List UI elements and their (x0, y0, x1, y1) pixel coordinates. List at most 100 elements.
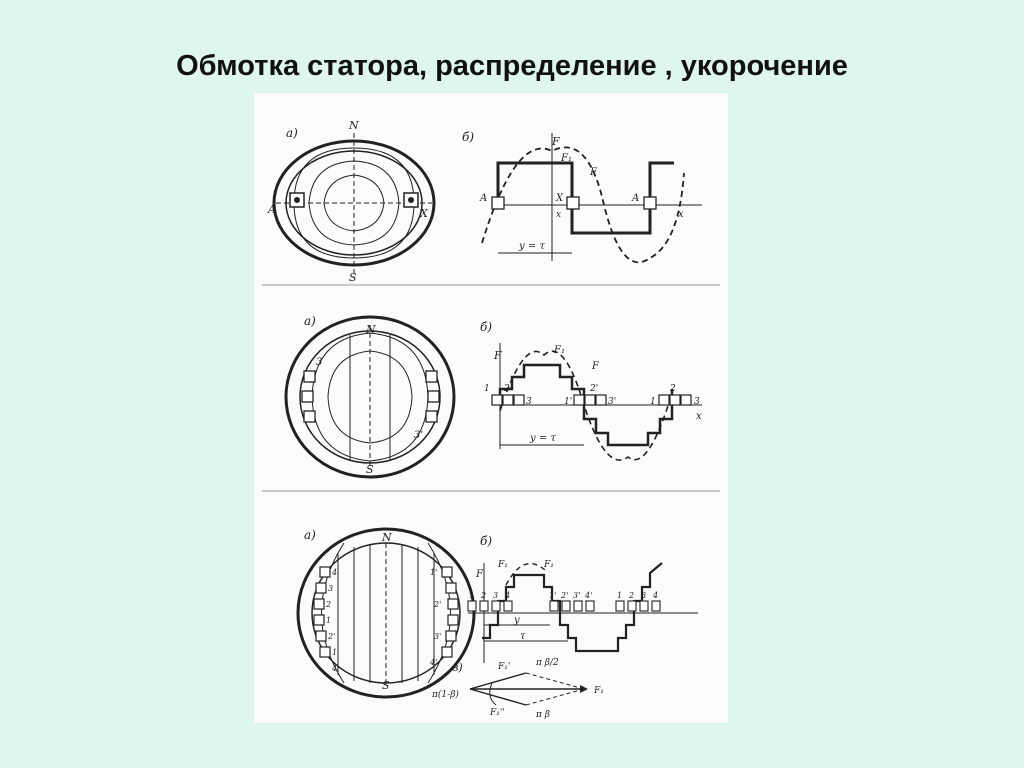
x-axis-label: x (696, 411, 702, 422)
phasor-construction (525, 672, 585, 690)
slot-1p (573, 394, 585, 406)
slot-3 (513, 394, 525, 406)
panel-distributed: а) N S 3 3' б) F (284, 314, 702, 479)
coil-label: 4' (429, 658, 437, 667)
pitch-label: y = τ (529, 433, 556, 444)
coil-label: 3' (434, 632, 441, 641)
slot-box (627, 600, 637, 612)
phasor-f1-double-prime (469, 688, 527, 706)
slot-3p (595, 394, 607, 406)
slot-label: 3 (526, 397, 532, 407)
phasor-label: в) (452, 661, 463, 674)
coil-side (441, 646, 453, 658)
f-axis-label: F (493, 349, 502, 362)
slot-2p (584, 394, 596, 406)
slot-label: 2 (669, 384, 676, 394)
slot-label-a2: A (631, 193, 639, 204)
coil-label: 1' (430, 568, 437, 577)
slot-2 (502, 394, 514, 406)
phasor-diagram (469, 672, 588, 706)
slot-label: 1' (564, 397, 572, 407)
slot-label: 1 (469, 591, 474, 600)
flux-lines (311, 325, 429, 469)
coil-label: 2' (327, 632, 335, 641)
coil-label-3: 3 (316, 357, 322, 368)
south-label: S (366, 463, 374, 476)
coil-side (445, 630, 457, 642)
figure-sheet: а) N S A X б) F F₁ F A X (254, 93, 728, 723)
slot-1 (658, 394, 670, 406)
x-axis-label: x (678, 209, 684, 220)
slot-box (651, 600, 661, 612)
slot-box (561, 600, 571, 612)
slot-2 (669, 394, 681, 406)
angle-half-label: π β/2 (535, 658, 559, 668)
winding-diagrams: а) N S A X б) F F₁ F A X (262, 119, 720, 720)
north-label: N (348, 119, 359, 132)
slot-label: 3' (608, 397, 616, 407)
coil-side (441, 566, 453, 578)
coil-label: 2 (325, 600, 331, 609)
machine-label: а) (304, 528, 316, 542)
phasor-f1-prime (469, 672, 527, 690)
slot-label: 3' (573, 591, 580, 600)
slot-label: 4' (584, 591, 592, 600)
slot-box (585, 600, 595, 612)
stator-outer-ring (284, 315, 456, 479)
pitch-label: y = τ (518, 241, 545, 252)
arrow-head-icon (580, 685, 588, 693)
coil-side (303, 410, 316, 423)
slot-label: 2' (560, 591, 568, 600)
slot-label: 2 (628, 591, 634, 600)
mmf-fundamental-curve (481, 146, 685, 264)
angle-complement-label: π(1-β) (431, 689, 459, 700)
slot-a1 (491, 196, 505, 210)
machine-label: а) (304, 314, 316, 328)
fundamental-label: F₁ (543, 560, 554, 570)
resultant-label: F (589, 167, 598, 178)
coil-side (427, 390, 440, 403)
fundamental-label: F₁ (553, 345, 565, 356)
coil-label-3p: 3' (414, 430, 423, 441)
slot-label: 4 (652, 591, 658, 600)
slot-label: 1 (650, 397, 656, 407)
pitch-tau-label: τ (520, 631, 526, 642)
coil-label: 3 (328, 584, 333, 593)
south-label: S (382, 679, 390, 692)
slot-box (491, 600, 501, 612)
coil-side (313, 598, 325, 610)
slot-label: 1' (549, 591, 556, 600)
coil-side (445, 582, 457, 594)
coil-side (301, 390, 314, 403)
mmf-fundamental-curve (505, 562, 547, 586)
slide-title: Обмотка статора, распределение , укороче… (176, 50, 848, 82)
slot-box (573, 600, 583, 612)
coil-dot-icon (294, 197, 300, 203)
coil-label-a: A (267, 203, 276, 216)
slot-3 (680, 394, 692, 406)
panel-concentrated: а) N S A X б) F F₁ F A X (267, 119, 702, 284)
coil-side (319, 646, 331, 658)
x-mark-label: x (556, 210, 561, 220)
slot-x (566, 196, 580, 210)
slot-label: 1 (484, 384, 490, 394)
f-axis-label: F (551, 135, 560, 148)
mmf-label: б) (462, 130, 474, 144)
coil-label: 1 (326, 616, 331, 625)
panel-short-pitch: а) N S 4 3 2 1 2' 1' (296, 527, 698, 720)
slot-box (549, 600, 559, 612)
slot-label: 3 (694, 397, 700, 407)
slot-1 (491, 394, 503, 406)
slot-box (467, 600, 477, 612)
slot-label: 4 (504, 591, 510, 600)
slot-box (503, 600, 513, 612)
f-axis-label: F (475, 569, 484, 580)
coil-side (303, 370, 316, 383)
mmf-label: б) (480, 320, 492, 334)
slot-box (615, 600, 625, 612)
slot-label-x: X (555, 193, 564, 204)
coil-label: 1' (332, 648, 339, 657)
coil-label: 4' (331, 664, 339, 673)
slot-label: 2 (503, 384, 510, 394)
slot-label: 3 (641, 591, 646, 600)
